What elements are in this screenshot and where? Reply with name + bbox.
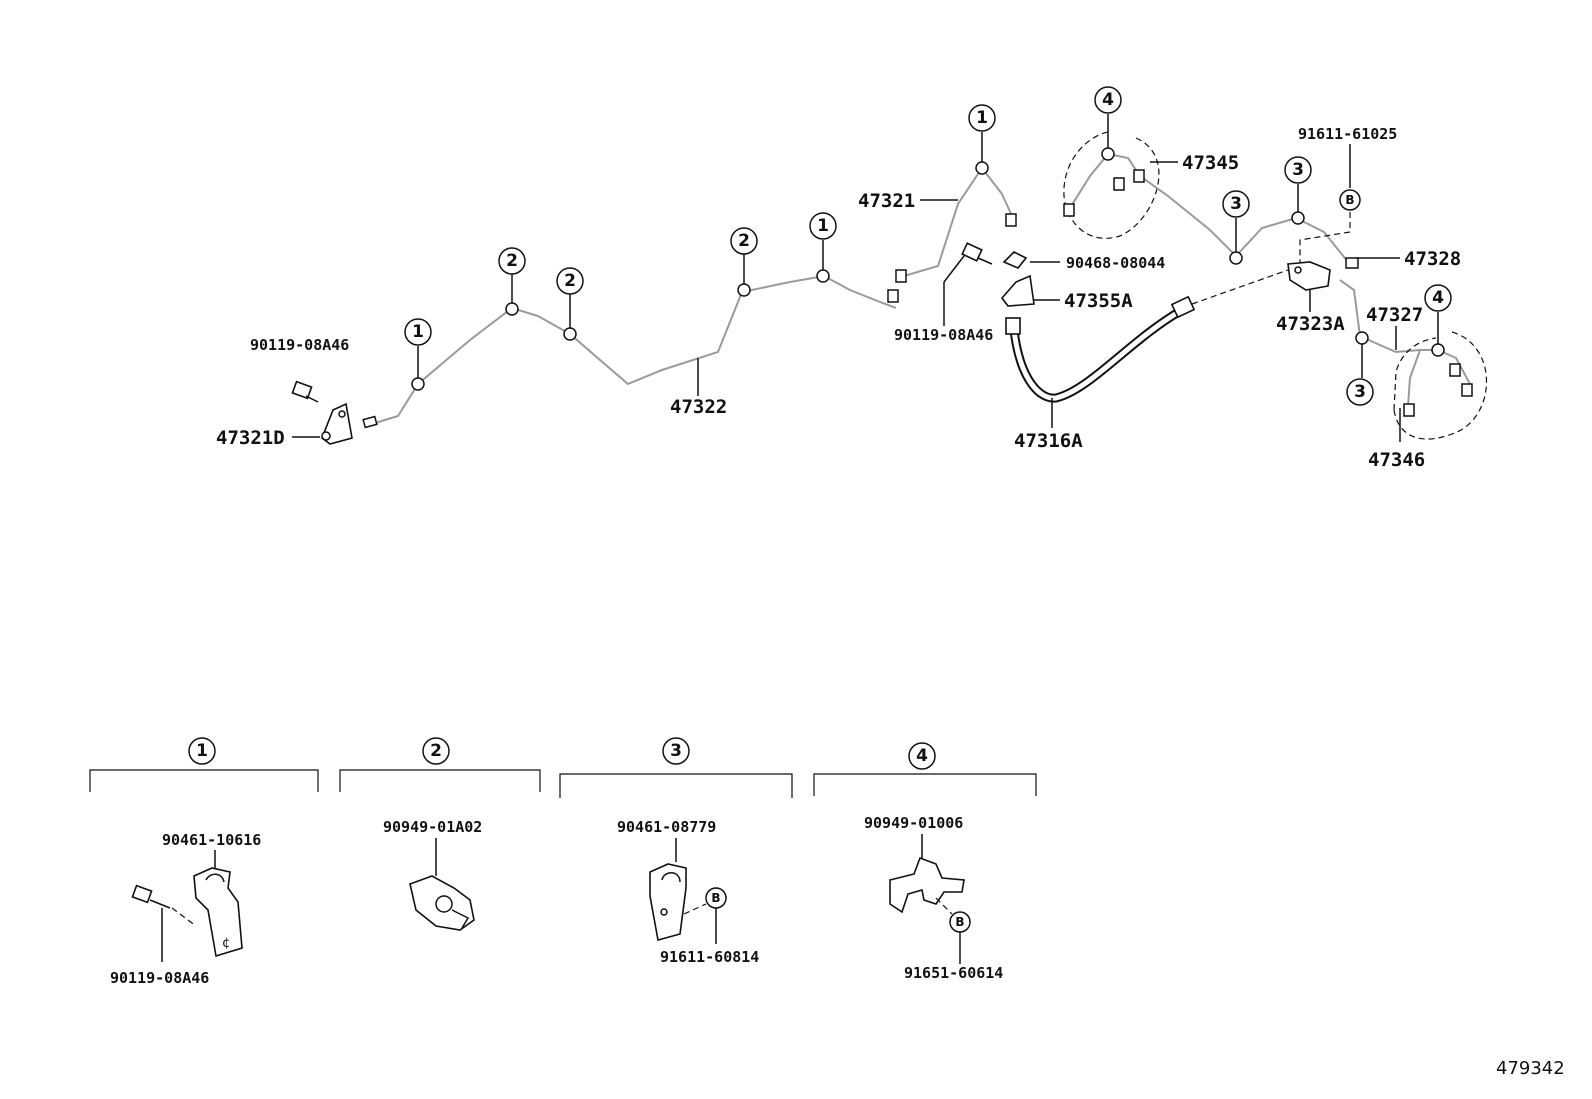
clip-90468 bbox=[1002, 251, 1028, 269]
callout-1: 1 bbox=[809, 212, 837, 240]
callout-2: 2 bbox=[730, 227, 758, 255]
line-fitting-right bbox=[887, 289, 899, 303]
svg-text:B: B bbox=[955, 915, 964, 929]
bracket-47321D bbox=[321, 402, 353, 445]
part-90949-01A02: 90949-01A02 bbox=[383, 818, 482, 836]
label-90119-center: 90119-08A46 bbox=[894, 326, 993, 344]
bolt-90119-center bbox=[961, 242, 993, 265]
callout-1: 1 bbox=[404, 318, 432, 346]
svg-text:3: 3 bbox=[1230, 194, 1242, 214]
bolt-90119 bbox=[291, 380, 319, 403]
clamp-point bbox=[411, 377, 425, 391]
label-47321D: 47321D bbox=[216, 427, 285, 449]
part-90119-08A46: 90119-08A46 bbox=[110, 969, 209, 987]
svg-text:3: 3 bbox=[1292, 160, 1304, 180]
label-91611-61025: 91611-61025 bbox=[1298, 125, 1397, 143]
brake-line-47321 bbox=[903, 166, 1013, 277]
label-47322: 47322 bbox=[670, 396, 727, 418]
callout-3: 3 bbox=[1222, 190, 1250, 218]
svg-text:2: 2 bbox=[564, 271, 576, 291]
clamp-point bbox=[975, 161, 989, 175]
detail-group-3: 3 90461-08779 B 91611-60814 bbox=[559, 737, 793, 966]
svg-text:4: 4 bbox=[1102, 90, 1114, 110]
brake-line-47322 bbox=[371, 274, 897, 425]
brake-line-47346 bbox=[1339, 279, 1471, 385]
detail-group-4: 4 90949-01006 B 91651-60614 bbox=[813, 742, 1037, 982]
callout-3: 3 bbox=[1346, 378, 1374, 406]
clamp-point bbox=[563, 327, 577, 341]
callout-3: 3 bbox=[1284, 156, 1312, 184]
svg-text:4: 4 bbox=[916, 746, 928, 766]
label-47327: 47327 bbox=[1366, 304, 1423, 326]
svg-text:¢: ¢ bbox=[222, 936, 230, 951]
svg-text:1: 1 bbox=[976, 108, 988, 128]
detail-group-2: 2 90949-01A02 bbox=[339, 737, 541, 931]
part-90461-08779: 90461-08779 bbox=[617, 818, 716, 836]
svg-text:4: 4 bbox=[1432, 288, 1444, 308]
label-47316A: 47316A bbox=[1014, 430, 1083, 452]
callout-2: 2 bbox=[556, 267, 584, 295]
callout-4: 4 bbox=[1424, 284, 1452, 312]
bracket-47355A bbox=[1000, 274, 1035, 307]
clamp-point bbox=[816, 269, 830, 283]
clamp-point bbox=[505, 302, 519, 316]
label-47345: 47345 bbox=[1182, 152, 1239, 174]
part-91651-60614: 91651-60614 bbox=[904, 964, 1003, 982]
callout-1: 1 bbox=[968, 104, 996, 132]
svg-text:1: 1 bbox=[196, 741, 208, 761]
label-47328: 47328 bbox=[1404, 248, 1461, 270]
line-fitting-left bbox=[362, 415, 378, 429]
bolt-b-callout: B bbox=[1339, 189, 1361, 211]
label-47355A: 47355A bbox=[1064, 290, 1133, 312]
svg-text:1: 1 bbox=[817, 216, 829, 236]
part-91611-60814: 91611-60814 bbox=[660, 948, 759, 966]
detail-group-1: 1 90461-10616 ¢ 90119-08A46 bbox=[89, 737, 319, 987]
three-way-joint-47323A bbox=[1287, 261, 1331, 291]
flex-hose-47316A bbox=[1009, 305, 1187, 403]
svg-text:B: B bbox=[1345, 193, 1354, 207]
clamp-point bbox=[737, 283, 751, 297]
callout-4: 4 bbox=[1094, 86, 1122, 114]
label-90119-upper-left: 90119-08A46 bbox=[250, 336, 349, 354]
part-90461-10616: 90461-10616 bbox=[162, 831, 261, 849]
label-47321: 47321 bbox=[858, 190, 915, 212]
label-47323A: 47323A bbox=[1276, 313, 1345, 335]
svg-text:B: B bbox=[711, 891, 720, 905]
svg-text:2: 2 bbox=[430, 741, 442, 761]
figure-id: 479342 bbox=[1496, 1058, 1565, 1079]
label-90468-08044: 90468-08044 bbox=[1066, 254, 1165, 272]
callout-2: 2 bbox=[498, 247, 526, 275]
svg-text:1: 1 bbox=[412, 322, 424, 342]
svg-text:3: 3 bbox=[1354, 382, 1366, 402]
svg-text:2: 2 bbox=[738, 231, 750, 251]
svg-text:2: 2 bbox=[506, 251, 518, 271]
label-47346: 47346 bbox=[1368, 449, 1425, 471]
svg-text:3: 3 bbox=[670, 741, 682, 761]
part-90949-01006: 90949-01006 bbox=[864, 814, 963, 832]
